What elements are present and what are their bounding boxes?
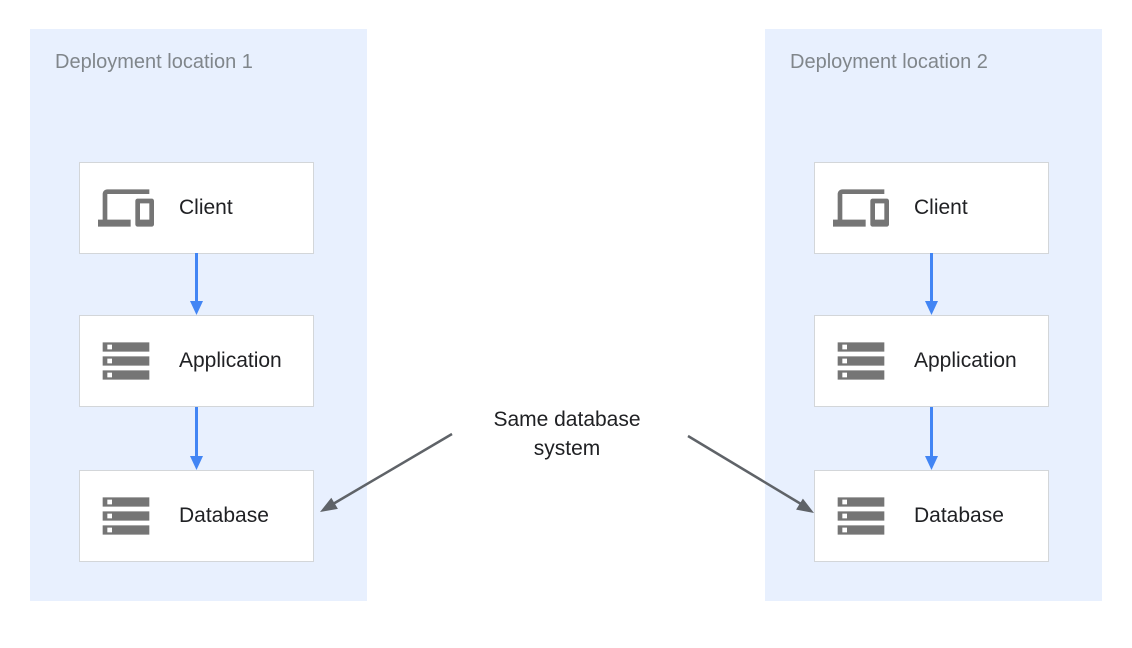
server-stack-icon (98, 333, 154, 389)
node-label: Application (914, 349, 1017, 372)
node-database: Database (814, 470, 1049, 562)
node-label: Database (914, 504, 1004, 527)
node-application: Application (814, 315, 1049, 407)
server-stack-icon (833, 333, 889, 389)
deployment-panel-1: Deployment location 1 Client Application (30, 29, 367, 601)
node-label: Client (179, 196, 233, 219)
node-label: Application (179, 349, 282, 372)
panel-title: Deployment location 2 (790, 51, 988, 73)
node-database: Database (79, 470, 314, 562)
server-stack-icon (833, 488, 889, 544)
annotation-line-1: Same database (493, 408, 641, 431)
node-client: Client (79, 162, 314, 254)
annotation-line-2: system (533, 437, 601, 460)
node-label: Client (914, 196, 968, 219)
annotation-same-database-system: Same database system (456, 405, 678, 463)
devices-icon (833, 180, 889, 236)
node-client: Client (814, 162, 1049, 254)
panel-title: Deployment location 1 (55, 51, 253, 73)
node-application: Application (79, 315, 314, 407)
devices-icon (98, 180, 154, 236)
deployment-panel-2: Deployment location 2 Client Application (765, 29, 1102, 601)
node-label: Database (179, 504, 269, 527)
server-stack-icon (98, 488, 154, 544)
